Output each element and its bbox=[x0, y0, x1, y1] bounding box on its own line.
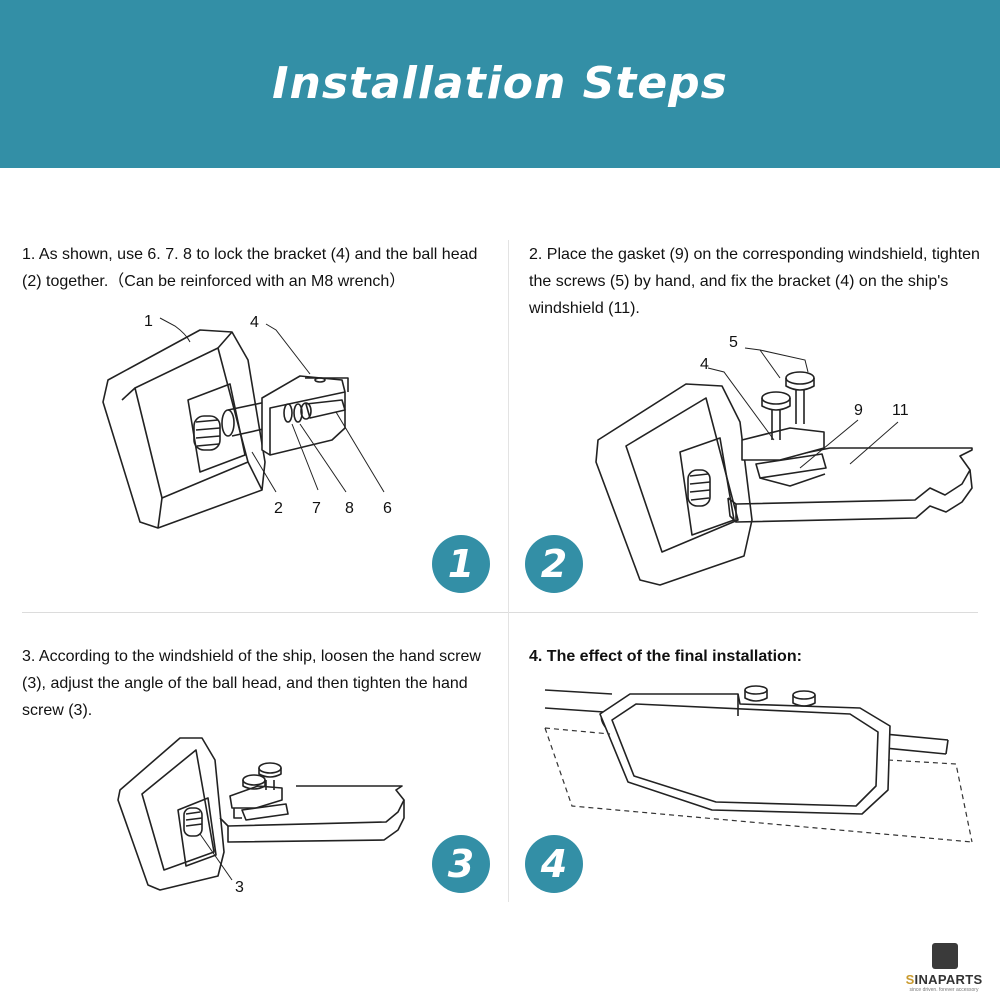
callout-4: 4 bbox=[250, 314, 259, 331]
step-2-diagram: 5 4 9 11 bbox=[595, 334, 973, 586]
horizontal-divider bbox=[22, 612, 978, 613]
logo-tagline: since driven. forever accessory bbox=[909, 987, 979, 993]
callout-1: 1 bbox=[144, 313, 153, 330]
callout-5: 5 bbox=[729, 334, 738, 351]
step-1-diagram: 1 4 2 7 8 6 bbox=[102, 313, 392, 529]
step-3-diagram: 3 bbox=[117, 737, 405, 896]
page-title: Installation Steps bbox=[272, 58, 728, 109]
callout-4b: 4 bbox=[700, 356, 709, 373]
step-4-diagram bbox=[544, 685, 973, 843]
step-3-badge: 3 bbox=[432, 835, 490, 893]
callout-3: 3 bbox=[235, 879, 244, 896]
callout-8: 8 bbox=[345, 500, 354, 517]
logo-brand: SINAPARTS bbox=[905, 972, 983, 987]
callout-2: 2 bbox=[274, 500, 283, 517]
step-1-text: 1. As shown, use 6. 7. 8 to lock the bra… bbox=[22, 246, 478, 290]
callout-6: 6 bbox=[383, 500, 392, 517]
callout-7: 7 bbox=[312, 500, 321, 517]
step-1-badge: 1 bbox=[432, 535, 490, 593]
callout-9: 9 bbox=[854, 402, 863, 419]
step-2-badge: 2 bbox=[525, 535, 583, 593]
step-2-text: 2. Place the gasket (9) on the correspon… bbox=[529, 246, 980, 317]
sinaparts-logo: SINAPARTS since driven. forever accessor… bbox=[896, 940, 992, 996]
step-4-badge: 4 bbox=[525, 835, 583, 893]
callout-11: 11 bbox=[892, 402, 909, 419]
vertical-divider bbox=[508, 240, 509, 902]
step-4-text: 4. The effect of the final installation: bbox=[529, 648, 802, 665]
step-3-text: 3. According to the windshield of the sh… bbox=[22, 648, 481, 719]
header-banner: Installation Steps bbox=[0, 0, 1000, 168]
logo-mark-icon bbox=[932, 943, 958, 969]
